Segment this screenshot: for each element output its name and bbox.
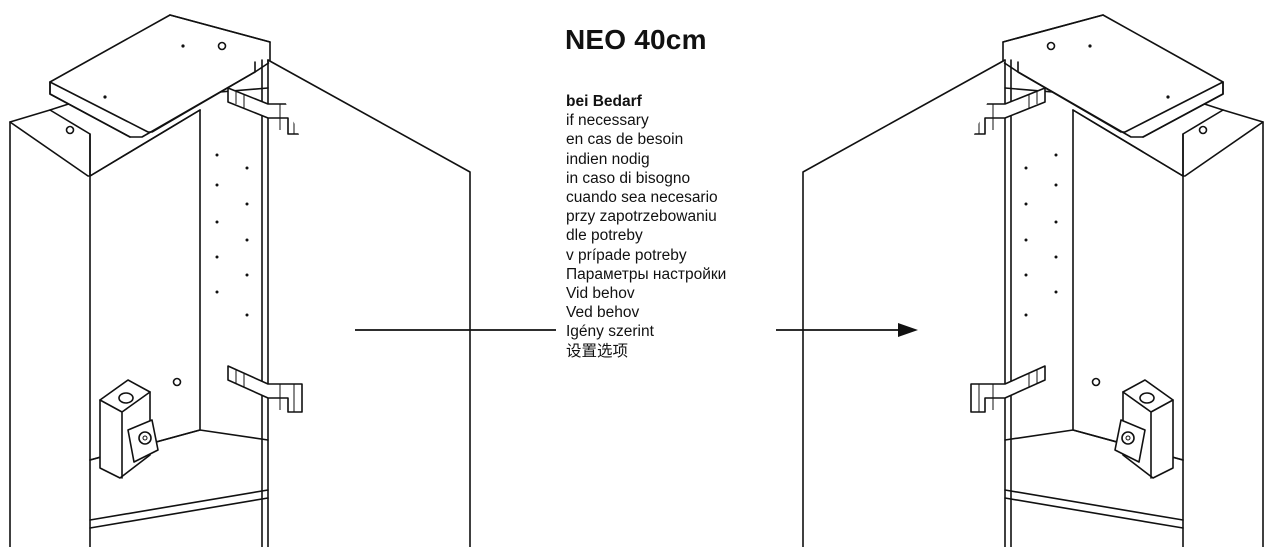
note-line: Vid behov [566, 285, 635, 303]
hinge-icon [227, 87, 303, 413]
note-heading: bei Bedarf [566, 93, 642, 110]
note-line: cuando sea necesario [566, 189, 718, 207]
note-block: bei Bedarf if necessary en cas de besoin… [566, 92, 726, 361]
note-line: dle potreby [566, 227, 643, 245]
cabinet-right [802, 14, 1264, 547]
note-line: en cas de besoin [566, 131, 684, 149]
note-line: Igény szerint [566, 323, 654, 341]
note-line: Параметры настройки [566, 265, 727, 283]
note-line: Ved behov [566, 304, 640, 322]
cabinet-left [9, 14, 471, 547]
arrow-icon [355, 323, 918, 337]
cabinet-left-side-panel [9, 109, 91, 547]
note-line: v prípade potreby [566, 246, 687, 264]
cable-hole-left [172, 377, 182, 387]
note-line: in caso di bisogno [566, 169, 691, 187]
diagram-title: NEO 40cm [565, 24, 707, 55]
cabinet-left-door [267, 59, 471, 547]
note-line: if necessary [566, 112, 649, 130]
note-line: indien nodig [566, 150, 650, 168]
note-line: 设置选项 [566, 341, 629, 360]
socket-icon [99, 379, 159, 479]
note-line: przy zapotrzebowaniu [566, 208, 717, 226]
shelf-holes-left [215, 153, 249, 317]
